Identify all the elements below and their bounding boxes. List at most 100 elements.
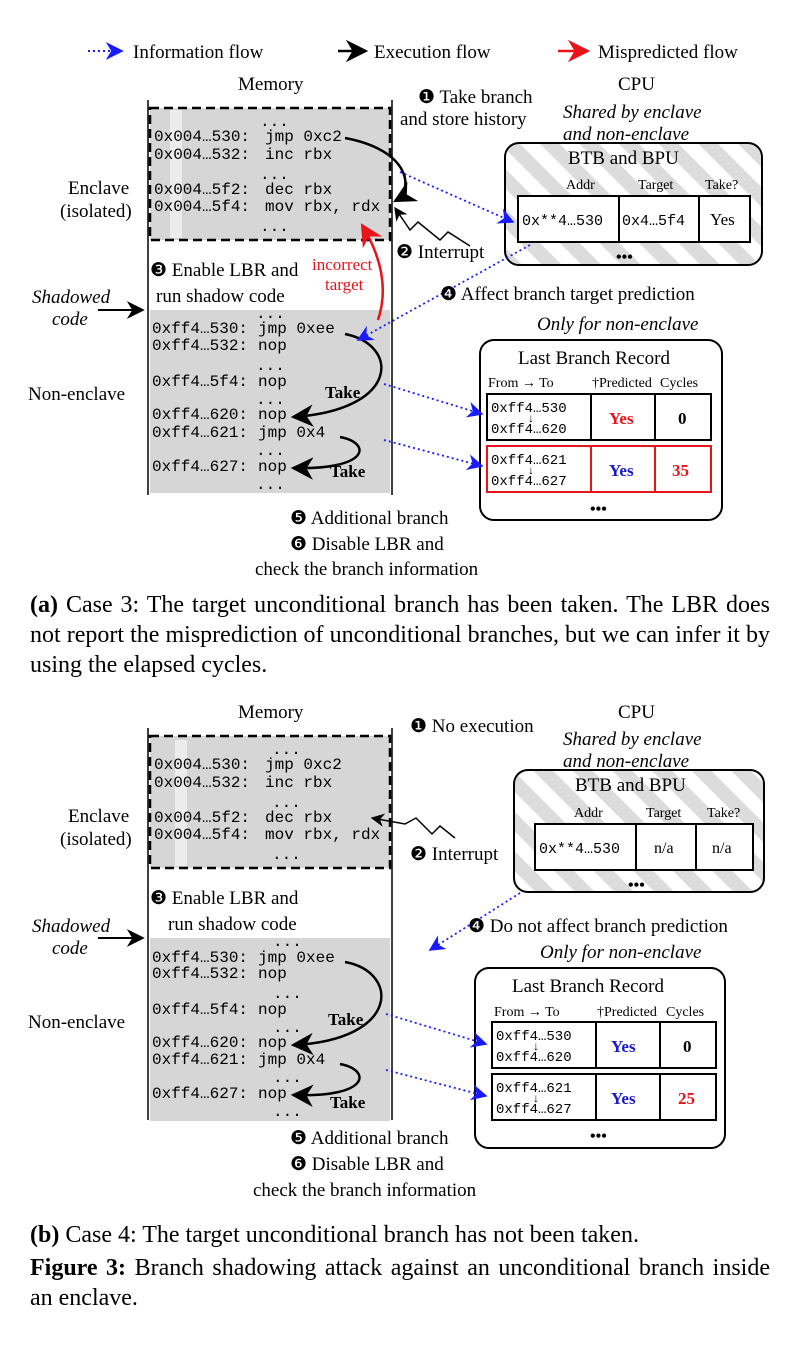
step6-label-2: check the branch information [253,1180,477,1201]
enclave-region [150,736,390,868]
svg-text:...: ... [256,391,285,409]
figure-caption: Figure 3: Branch shadowing attack agains… [30,1253,770,1313]
step6-label-2: check the branch information [255,559,479,580]
svg-text:•••: ••• [616,249,633,266]
svg-text:†Predicted: †Predicted [597,1005,657,1020]
lbr-to: 0xff4…620 [496,1050,572,1066]
btb-entry [534,823,754,871]
cpu-label: CPU [618,702,655,723]
shared-label: Shared by enclave [563,729,702,750]
svg-text:...: ... [256,442,285,460]
lbr-from: 0xff4…621 [491,453,567,469]
lbr-cycles: 0 [678,409,687,428]
svg-text:...: ... [273,1103,302,1121]
lbr-from: 0xff4…530 [491,401,567,417]
caption-a-text: Case 3: The target unconditional branch … [30,592,770,678]
incorrect-target-label-2: target [325,275,364,294]
shadow-code-region [150,938,390,1121]
code-line: 0xff4…530: [152,320,248,338]
lbr-predicted: Yes [611,1089,636,1108]
enclave-region [150,108,390,240]
step6-label: ❻ Disable LBR and [290,1154,444,1175]
code-line: 0x004…530: [154,128,250,146]
code-line: 0xff4…532: [152,337,248,355]
shadowed-code-label-2: code [52,938,88,959]
svg-text:...: ... [260,166,289,184]
svg-text:...: ... [256,476,285,494]
only-non-enclave-label: Only for non-enclave [540,942,701,963]
svg-text:...: ... [273,985,302,1003]
step3-label: ❸ Enable LBR and [150,888,299,909]
code-line: 0xff4…530: [152,949,248,967]
svg-text:...: ... [273,933,302,951]
lbr-predicted: Yes [609,461,634,480]
step3-label-2: run shadow code [156,286,285,307]
code-instr: jmp 0xee [258,949,335,967]
shared-label: Shared by enclave [563,102,702,123]
shared-label-2: and non-enclave [563,751,689,772]
code-instr: nop [258,1085,287,1103]
code-line: 0xff4…627: [152,1085,248,1103]
code-line: 0xff4…5f4: [152,1001,248,1019]
lbr-predicted: Yes [609,409,634,428]
step3-label-2: run shadow code [168,914,297,935]
code-instr: jmp 0x4 [258,1051,325,1069]
svg-text:From → To: From → To [494,1005,560,1020]
code-line: 0x004…5f4: [154,826,250,844]
svg-text:↓: ↓ [533,1039,539,1053]
take-label: Take [330,462,366,481]
lbr-title: Last Branch Record [512,976,664,997]
lbr-title: Last Branch Record [518,348,670,369]
btb-target: n/a [654,840,674,857]
interrupt-arrow-icon [394,206,471,247]
lbr-entry [486,445,712,493]
code-instr: jmp 0xc2 [265,756,342,774]
btb-take: n/a [712,840,732,857]
lbr-cycles: 0 [683,1037,692,1056]
take-label: Take [330,1093,366,1112]
code-line: 0xff4…5f4: [152,373,248,391]
panel-a: Memory CPU ❶ Take branch and store histo… [28,74,763,580]
code-instr: nop [258,373,287,391]
legend-execution-flow: Execution flow [374,42,491,63]
code-line: 0xff4…620: [152,1034,248,1052]
code-line: 0x004…5f2: [154,181,250,199]
code-instr: mov rbx, rdx [265,198,380,216]
code-instr: nop [258,337,287,355]
code-line: 0xff4…532: [152,965,248,983]
lbr-entry [491,1021,717,1069]
caption-b-label: (b) [30,1222,60,1248]
code-line: 0x004…5f2: [154,809,250,827]
step6-label: ❻ Disable LBR and [290,534,444,555]
code-line: 0x004…532: [154,146,250,164]
svg-text:•••: ••• [590,501,607,518]
svg-text:Target: Target [646,806,681,821]
non-enclave-label: Non-enclave [28,1012,125,1033]
btb-addr: 0x**4…530 [539,841,620,858]
svg-text:...: ... [272,794,301,812]
enclave-label-2: (isolated) [60,201,132,222]
svg-text:From → To: From → To [488,376,554,391]
step1-label-2: and store history [400,109,527,130]
svg-text:Addr: Addr [574,806,603,821]
btb-title: BTB and BPU [575,775,686,796]
lbr-cycles: 25 [678,1089,695,1108]
svg-text:...: ... [272,846,301,864]
code-line: 0xff4…621: [152,1051,248,1069]
svg-text:...: ... [273,1019,302,1037]
shadow-code-region [150,310,390,493]
step1-label: ❶ No execution [410,716,534,737]
panel-b: Memory CPU ❶ No execution Shared by encl… [28,702,765,1201]
svg-text:Target: Target [638,178,673,193]
code-instr: jmp 0x4 [258,424,325,442]
legend-mispredicted-flow: Mispredicted flow [598,42,738,63]
shadowed-code-label: Shadowed [32,287,111,308]
step2-label: ❷ Interrupt [396,242,485,263]
svg-text:Cycles: Cycles [660,376,698,391]
code-instr: nop [258,1001,287,1019]
code-instr: nop [258,458,287,476]
lbr-to: 0xff4…620 [491,422,567,438]
lbr-entry [486,393,712,441]
shared-label-2: and non-enclave [563,124,689,145]
